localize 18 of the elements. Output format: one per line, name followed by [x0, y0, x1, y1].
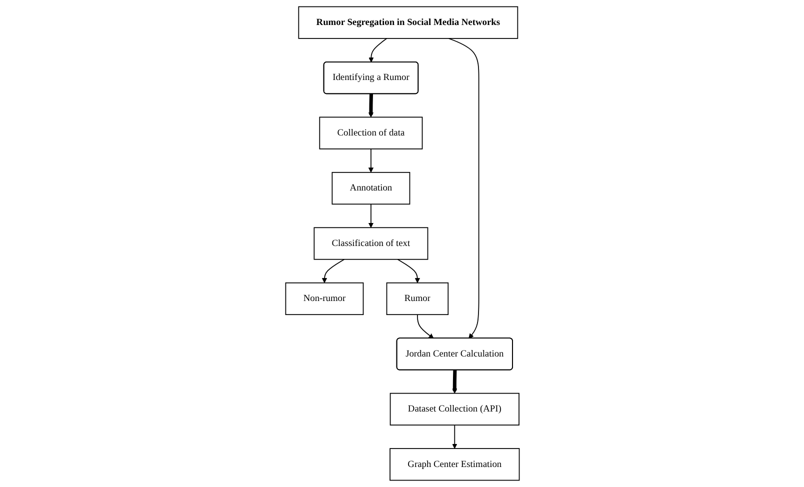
- node-box: Annotation: [331, 172, 410, 205]
- arrow: [368, 148, 374, 173]
- node-box: Collection of data: [318, 116, 422, 150]
- node-box: Classification of text: [313, 227, 428, 260]
- node-box: Non-rumor: [284, 282, 364, 316]
- arrow: [321, 258, 344, 284]
- arrow: [416, 314, 434, 339]
- arrow: [452, 424, 457, 449]
- arrow: [452, 370, 457, 394]
- node-box: Rumor: [386, 282, 448, 316]
- node-box: Rumor Segregation in Social Media Networks: [298, 6, 518, 39]
- arrow: [368, 94, 374, 118]
- arrow: [368, 204, 374, 228]
- arrow: [368, 38, 387, 62]
- node-box: Graph Center Estimation: [389, 448, 520, 481]
- arrow: [448, 38, 479, 339]
- node-box: Dataset Collection (API): [389, 392, 519, 426]
- arrow: [396, 258, 420, 284]
